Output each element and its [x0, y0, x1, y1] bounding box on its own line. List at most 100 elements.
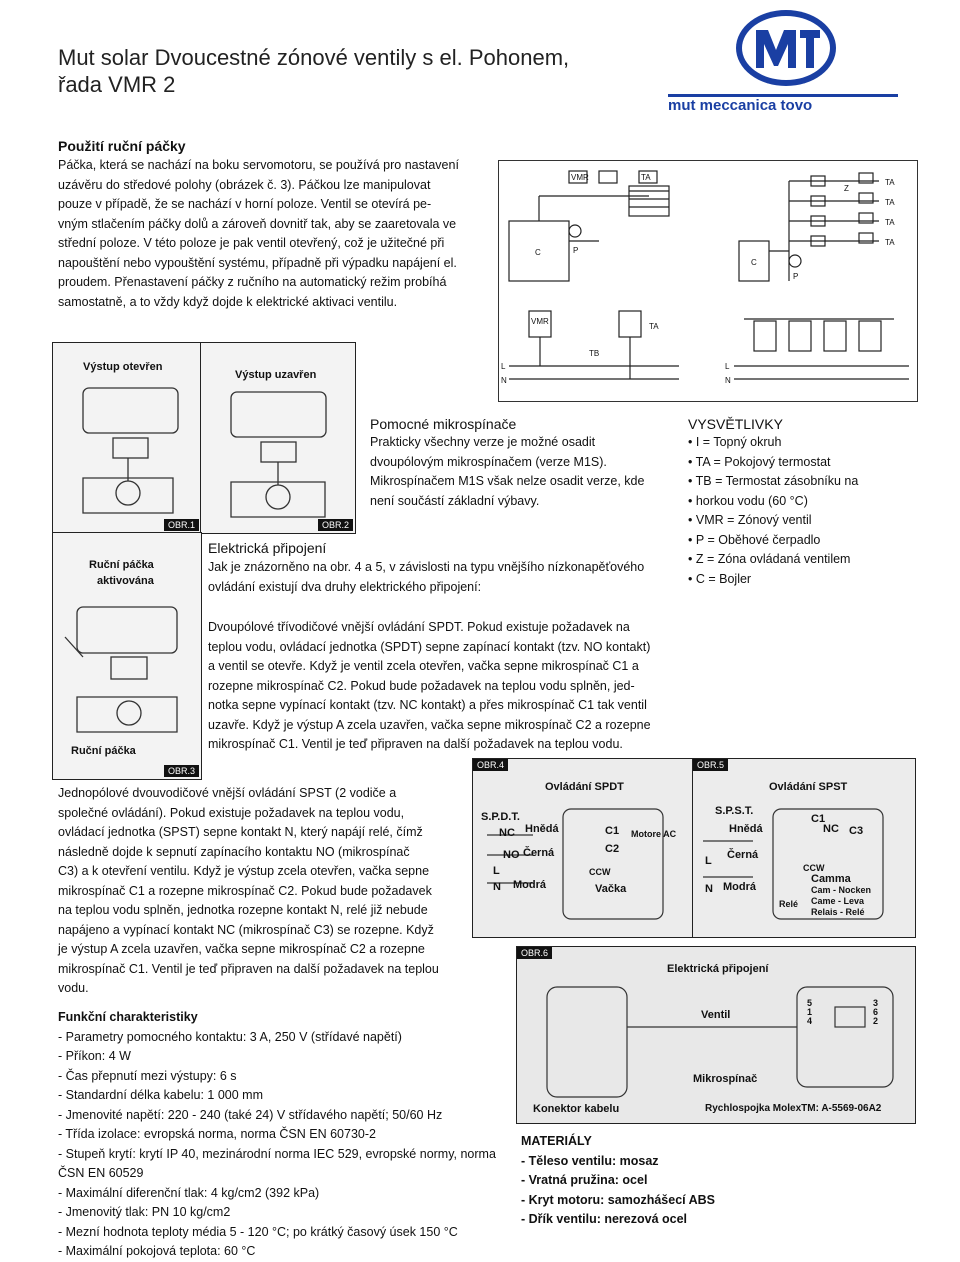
- feature-item: - Mezní hodnota teploty média 5 - 120 °C…: [58, 1224, 458, 1239]
- figure-label: C: [535, 248, 541, 257]
- legend-item: TB = Termostat zásobníku na: [688, 472, 908, 492]
- legend-heading: VYSVĚTLIVKY: [688, 416, 783, 432]
- figure-3-title: Ruční páčka: [89, 559, 154, 571]
- figure-4: OBR.4 Ovládání SPDT S.P.D.T. NC NO L N H…: [472, 758, 694, 938]
- figure-label: NO: [503, 849, 520, 861]
- figure-label: N: [705, 883, 713, 895]
- legend-section: VYSVĚTLIVKY I = Topný okruhTA = Pokojový…: [688, 416, 908, 589]
- manual-lever-line: střední poloze. V této poloze je pak ven…: [58, 236, 445, 250]
- figure-label: L: [705, 855, 712, 867]
- figure-3-caption: Ruční páčka: [71, 745, 136, 757]
- electrical-heading: Elektrická připojení: [208, 540, 327, 556]
- aux-switch-section: Pomocné mikrospínače Prakticky všechny v…: [370, 416, 680, 511]
- aux-switch-line: není součástí základní výbavy.: [370, 493, 540, 508]
- figure-label: CCW: [803, 863, 825, 873]
- figure-label: Mikrospínač: [693, 1073, 758, 1085]
- figure-label: TB: [589, 349, 599, 358]
- figure-1: Výstup otevřen OBR.1: [52, 342, 202, 534]
- material-item: - Kryt motoru: samozhášecí ABS: [521, 1192, 716, 1207]
- spst-line: následně dojde k sepnutí zapínacího kont…: [58, 844, 410, 859]
- figure-label: L: [725, 362, 730, 371]
- figure-3-tag: OBR.3: [163, 765, 199, 777]
- figure-label: Motore AC: [631, 829, 677, 839]
- schematic-diagram: VMR TA C P C P TA TA TA TA Z VMR TB TA L…: [498, 160, 918, 402]
- legend-item: I = Topný okruh: [688, 433, 908, 453]
- figure-label: Hnědá: [525, 823, 559, 835]
- manual-lever-line: vným stlačením páčky dolů a zároveň dovn…: [58, 216, 457, 231]
- feature-item: - Jmenovité napětí: 220 - 240 (také 24) …: [58, 1107, 443, 1122]
- materials-section: MATERIÁLY - Těleso ventilu: mosaz- Vratn…: [521, 1132, 801, 1230]
- legend-item: TA = Pokojový termostat: [688, 453, 908, 473]
- feature-item: - Parametry pomocného kontaktu: 3 A, 250…: [58, 1029, 402, 1044]
- figure-label: C3: [849, 825, 864, 837]
- manual-lever-line: Páčka, která se nachází na boku servomot…: [58, 158, 459, 172]
- figure-label: TA: [885, 198, 895, 207]
- manual-lever-line: pouze v případě, že se nachází v horní p…: [58, 197, 432, 211]
- figure-5-title: Ovládání SPST: [769, 781, 848, 793]
- figure-label: P: [573, 246, 578, 255]
- logo-text: mut meccanica tovo: [668, 97, 812, 114]
- figure-label: Camma: [811, 873, 851, 885]
- spst-text: Jednopólové dvouvodičové vnější ovládání…: [58, 784, 468, 999]
- figure-2-tag: OBR.2: [317, 519, 353, 531]
- electrical-section: Elektrická připojení Jak je znázorněno n…: [208, 540, 688, 597]
- figure-label: S.P.S.T.: [715, 805, 754, 817]
- figure-label: S.P.D.T.: [481, 811, 520, 823]
- spdt-line: teplou vodu, ovládací jednotka (SPDT) se…: [208, 639, 651, 654]
- figure-label: Modrá: [723, 881, 756, 893]
- legend-item: VMR = Zónový ventil: [688, 511, 908, 531]
- material-item: - Vratná pružina: ocel: [521, 1173, 648, 1187]
- spdt-line: notka sepne vypínací kontakt (tzv. NC ko…: [208, 698, 647, 712]
- spdt-line: uzavře. Když je výstup A zcela uzavřen, …: [208, 717, 651, 732]
- figure-label: TA: [641, 173, 651, 182]
- figure-label: 5 1 4: [807, 998, 813, 1026]
- figure-5-tag: OBR.5: [693, 759, 729, 771]
- manual-lever-line: samostatně, a to vždy když dojde k elekt…: [58, 294, 398, 309]
- spst-line: na teplou vodu splněn, jednotka rozepne …: [58, 903, 428, 917]
- figure-label: N: [501, 376, 507, 385]
- spdt-text: Dvoupólové třívodičové vnější ovládání S…: [208, 618, 678, 755]
- feature-item: ČSN EN 60529: [58, 1166, 144, 1180]
- legend-item: P = Oběhové čerpadlo: [688, 531, 908, 551]
- figure-1-title: Výstup otevřen: [83, 361, 163, 373]
- figure-3-subtitle: aktivována: [97, 575, 154, 587]
- figure-label: NC: [499, 827, 515, 839]
- features-section: Funkční charakteristiky - Parametry pomo…: [58, 1008, 518, 1262]
- figure-label: Z: [844, 184, 849, 193]
- figure-3: Ruční páčka aktivována Ruční páčka OBR.3: [52, 532, 202, 780]
- figure-label: C2: [605, 843, 620, 855]
- electrical-line: Jak je znázorněno na obr. 4 a 5, v závis…: [208, 560, 645, 574]
- figure-label: C: [751, 258, 757, 267]
- spdt-line: mikrospínač C1. Ventil je teď připraven …: [208, 737, 623, 751]
- figure-label: Ventil: [701, 1009, 731, 1021]
- figure-label: L: [501, 362, 506, 371]
- aux-switch-line: Mikrospínačem M1S však nelze osadit verz…: [370, 474, 645, 488]
- figure-6: OBR.6 Elektrická připojení Ventil 5 1 4 …: [516, 946, 916, 1124]
- figure-label: Relais - Relé: [811, 907, 865, 917]
- figure-label: VMR: [531, 317, 549, 326]
- figure-label: TA: [649, 322, 659, 331]
- spdt-line: a ventil se otevře. Když je ventil zcela…: [208, 659, 639, 673]
- figure-5: OBR.5 Ovládání SPST S.P.S.T. L N Hnědá Č…: [692, 758, 916, 938]
- figure-2: Výstup uzavřen OBR.2: [200, 342, 356, 534]
- electrical-line: ovládání existují dva druhy elektrického…: [208, 579, 482, 594]
- materials-list: - Těleso ventilu: mosaz- Vratná pružina:…: [521, 1152, 801, 1230]
- feature-item: - Standardní délka kabelu: 1 000 mm: [58, 1088, 263, 1102]
- spst-line: společné ovládání). Pokud existuje požad…: [58, 805, 405, 820]
- figure-label: NC: [823, 823, 839, 835]
- figure-label: Relé: [779, 899, 799, 909]
- figure-6-title: Elektrická připojení: [667, 963, 769, 975]
- figure-label: Rychlospojka MolexTM: A-5569-06A2: [705, 1103, 882, 1114]
- feature-item: - Maximální pokojová teplota: 60 °C: [58, 1244, 256, 1258]
- spst-line: napájeno a vypínací kontakt NC (mikrospí…: [58, 922, 434, 937]
- figure-label: Hnědá: [729, 823, 763, 835]
- figure-label: Černá: [727, 849, 759, 861]
- aux-switch-line: dvoupólovým mikrospínačem (verze M1S).: [370, 454, 607, 469]
- aux-switch-heading: Pomocné mikrospínače: [370, 416, 517, 432]
- figure-label: Konektor kabelu: [533, 1103, 620, 1115]
- figure-label: Vačka: [595, 883, 627, 895]
- manual-lever-line: napouštění nebo vypouštění systému, příp…: [58, 255, 457, 270]
- materials-heading: MATERIÁLY: [521, 1134, 592, 1148]
- figure-label: P: [793, 272, 798, 281]
- page-title: Mut solar Dvoucestné zónové ventily s el…: [58, 44, 658, 98]
